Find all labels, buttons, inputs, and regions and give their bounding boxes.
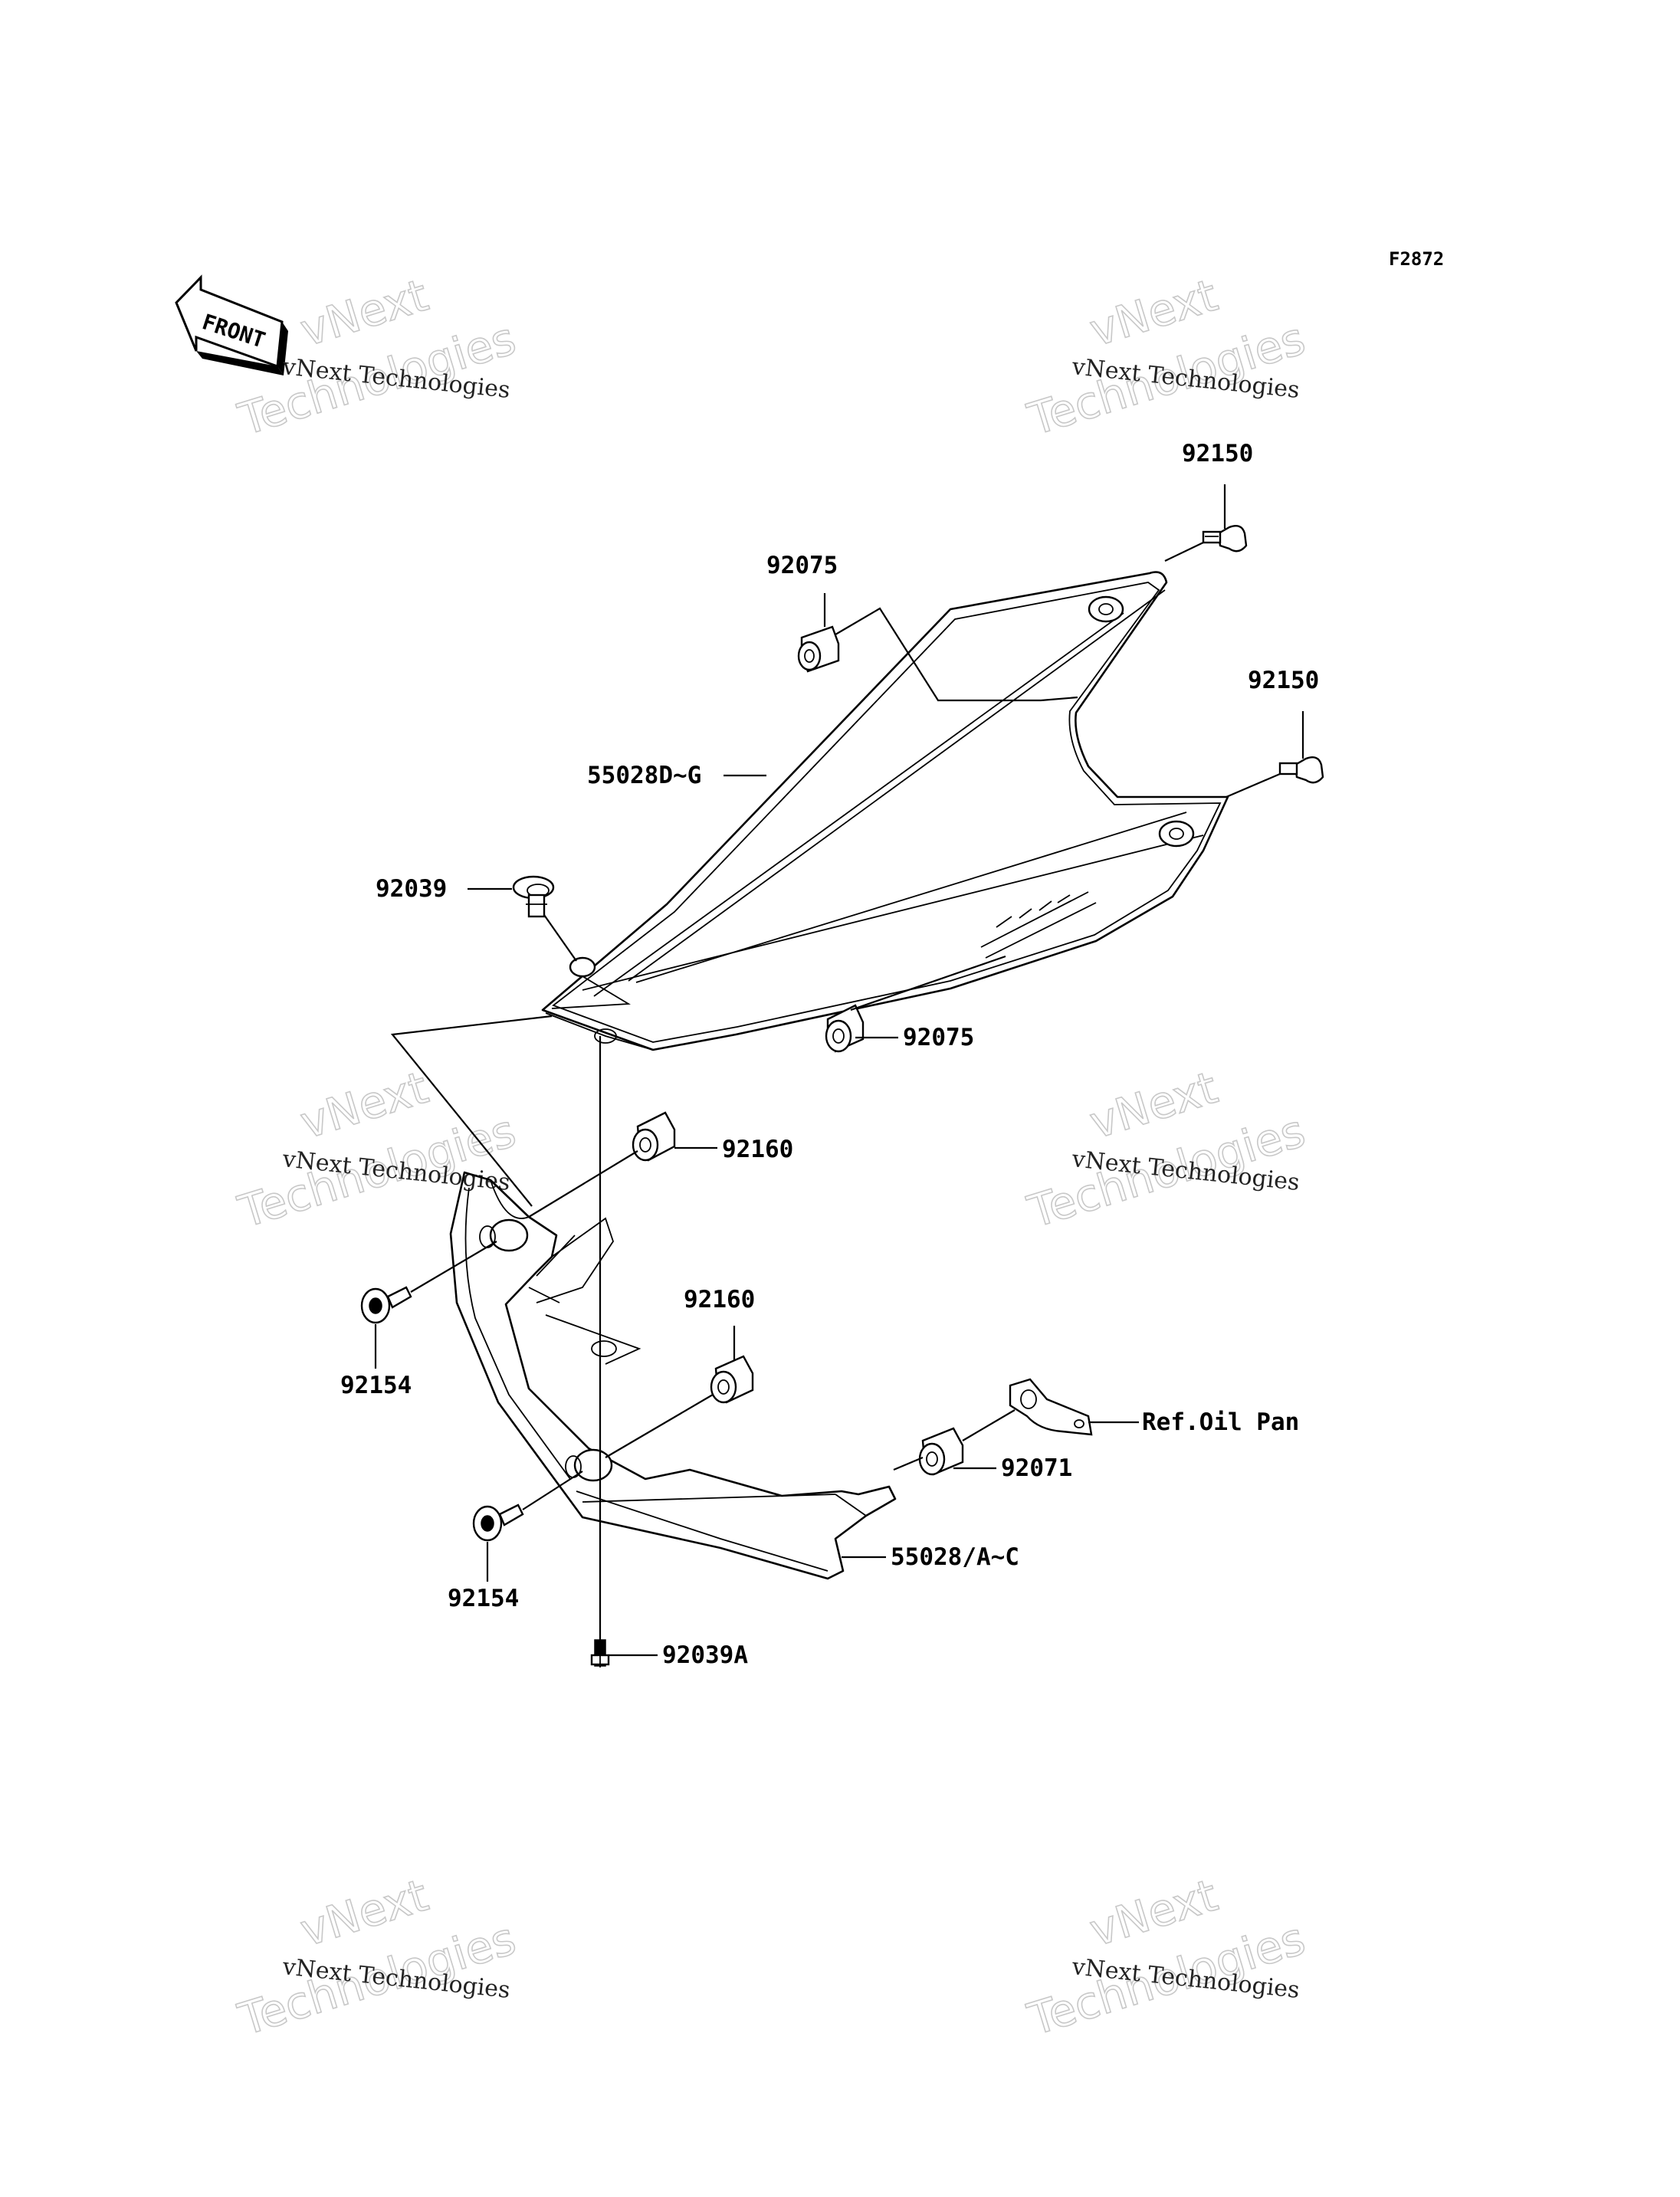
screw-92150-mid xyxy=(1278,756,1324,784)
bolt-92154-left xyxy=(360,1286,412,1324)
part-label-92071: 92071 xyxy=(1001,1454,1072,1482)
grommet-92160-top xyxy=(632,1111,676,1162)
part-label-55028DG: 55028D~G xyxy=(587,762,701,789)
clip-92039 xyxy=(512,875,555,918)
oil-pan-bracket xyxy=(1009,1378,1093,1436)
part-label-92039: 92039 xyxy=(376,875,447,903)
part-label-92150-top: 92150 xyxy=(1182,440,1253,467)
part-labels: 92150 92150 92075 55028D~G 92039 92075 9… xyxy=(340,440,1319,1669)
part-label-92160-bottom: 92160 xyxy=(684,1286,755,1313)
part-label-92075-bottom: 92075 xyxy=(903,1024,974,1051)
grommet-92071 xyxy=(918,1427,964,1476)
lower-cover xyxy=(449,1171,897,1580)
part-label-ref-oil-pan: Ref.Oil Pan xyxy=(1142,1408,1299,1436)
figure-id: F2872 xyxy=(1389,248,1444,270)
grommet-92075-top xyxy=(797,625,840,673)
grommet-92160-bottom xyxy=(710,1355,754,1404)
grommet-92075-bottom xyxy=(825,1004,865,1053)
part-label-92039A: 92039A xyxy=(662,1641,748,1669)
screw-92150-top xyxy=(1202,525,1248,553)
part-label-55028AC: 55028/A~C xyxy=(891,1543,1019,1571)
part-label-92154-left: 92154 xyxy=(340,1372,412,1399)
leader-lines xyxy=(374,484,1304,1657)
part-label-92160-top: 92160 xyxy=(722,1136,793,1163)
part-label-92154-bottom: 92154 xyxy=(448,1585,519,1612)
part-label-92075-top: 92075 xyxy=(766,552,838,579)
front-arrow-icon: FRONT xyxy=(175,274,288,375)
bolt-92154-bottom xyxy=(472,1503,524,1542)
part-label-92150-mid: 92150 xyxy=(1248,667,1319,694)
pin-92039A xyxy=(590,1639,610,1667)
upper-side-cover xyxy=(541,571,1229,1051)
